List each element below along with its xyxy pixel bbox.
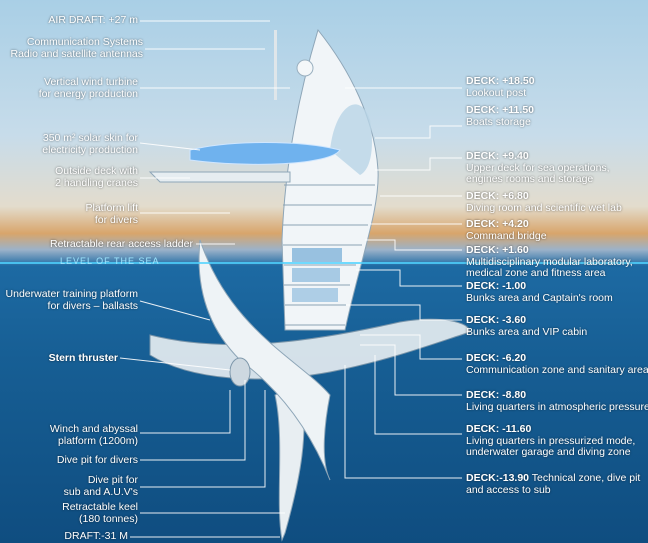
label-outside-deck: Outside deck with 2 handling cranes — [55, 165, 138, 189]
deck-description: Technical zone, dive pit — [531, 472, 641, 484]
deck-label-11-50: DECK: +11.50 Boats storage — [466, 104, 534, 128]
deck-level: DECK: +11.50 — [466, 104, 534, 116]
deck-description: medical zone and fitness area — [466, 267, 606, 279]
deck-description: Living quarters in atmospheric pressure — [466, 400, 648, 413]
deck-label-minus-6-20: DECK: -6.20 Communication zone and sanit… — [466, 352, 648, 376]
label-line: Retractable rear access ladder — [50, 238, 193, 250]
sea-level-line — [0, 262, 648, 264]
label-draft: DRAFT:-31 M — [64, 530, 128, 543]
sea-level-label: LEVEL OF THE SEA — [60, 256, 160, 266]
label-line: DRAFT:-31 M — [64, 530, 128, 542]
deck-level: DECK: +1.60 — [466, 244, 529, 256]
deck-label-18-50: DECK: +18.50 Lookout post — [466, 75, 535, 99]
label-line: Outside deck with — [55, 165, 138, 177]
deck-description: Command bridge — [466, 229, 547, 242]
deck-description: Communication zone and sanitary area — [466, 363, 648, 376]
deck-label-minus-8-80: DECK: -8.80 Living quarters in atmospher… — [466, 389, 648, 413]
deck-label-9-40: DECK: +9.40 Upper deck for sea operation… — [466, 150, 610, 186]
deck-description: Bunks area and VIP cabin — [466, 325, 588, 338]
label-line: sub and A.U.V's — [63, 485, 138, 498]
label-line: 2 handling cranes — [55, 176, 138, 189]
label-line: Underwater training platform — [5, 288, 138, 300]
deck-level: DECK: -8.80 — [466, 389, 527, 401]
deck-description: Living quarters in pressurized mode, — [466, 434, 636, 447]
deck-description: Upper deck for sea operations, — [466, 161, 610, 174]
label-line: Vertical wind turbine — [44, 76, 138, 88]
label-line: electricity production — [42, 143, 138, 156]
label-line: Dive pit for divers — [56, 454, 138, 466]
label-dive-pit-sub: Dive pit for sub and A.U.V's — [63, 474, 138, 498]
label-line: Dive pit for — [87, 474, 138, 486]
label-rear-ladder: Retractable rear access ladder — [50, 238, 193, 251]
label-stern-thruster: Stern thruster — [48, 352, 118, 365]
label-retractable-keel: Retractable keel (180 tonnes) — [62, 501, 138, 525]
deck-label-minus-3-60: DECK: -3.60 Bunks area and VIP cabin — [466, 314, 588, 338]
label-line: Retractable keel — [62, 501, 138, 513]
deck-description: engines rooms and storage — [466, 173, 594, 185]
label-air-draft: AIR DRAFT: +27 m — [48, 14, 138, 27]
deck-level: DECK: -11.60 — [466, 423, 532, 435]
label-line: for energy production — [38, 87, 138, 100]
deck-label-6-80: DECK: +6.80 Diving room and scientific w… — [466, 190, 622, 214]
label-line: for divers — [94, 213, 138, 226]
deck-level: DECK:-13.90 — [466, 472, 530, 484]
deck-level: DECK: -6.20 — [466, 352, 527, 364]
label-line: Winch and abyssal — [49, 423, 138, 435]
label-winch: Winch and abyssal platform (1200m) — [49, 423, 138, 447]
label-line: platform (1200m) — [58, 434, 138, 447]
label-line: Radio and satellite antennas — [10, 47, 143, 60]
deck-level: DECK: +6.80 — [466, 190, 529, 202]
label-solar-skin: 350 m² solar skin for electricity produc… — [42, 132, 138, 156]
deck-label-4-20: DECK: +4.20 Command bridge — [466, 218, 547, 242]
label-line: Communication Systems — [26, 36, 143, 48]
deck-level: DECK: -3.60 — [466, 314, 527, 326]
label-line: Stern thruster — [48, 352, 118, 364]
deck-level: DECK: -1.00 — [466, 280, 527, 292]
label-line: (180 tonnes) — [79, 512, 138, 525]
label-platform-lift: Platform lift for divers — [85, 202, 138, 226]
deck-label-minus-1-00: DECK: -1.00 Bunks area and Captain's roo… — [466, 280, 613, 304]
deck-description: underwater garage and diving zone — [466, 446, 631, 458]
label-communication-systems: Communication Systems Radio and satellit… — [10, 36, 143, 60]
label-line: for divers – ballasts — [47, 299, 138, 312]
deck-level: DECK: +9.40 — [466, 150, 529, 162]
deck-description: Bunks area and Captain's room — [466, 291, 613, 304]
label-line: Platform lift — [85, 202, 138, 214]
deck-label-1-60: DECK: +1.60 Multidisciplinary modular la… — [466, 244, 633, 280]
deck-description: and access to sub — [466, 483, 551, 496]
label-dive-pit-divers: Dive pit for divers — [56, 454, 138, 467]
deck-description: Lookout post — [466, 86, 527, 99]
label-wind-turbine: Vertical wind turbine for energy product… — [38, 76, 138, 100]
deck-label-minus-11-60: DECK: -11.60 Living quarters in pressuri… — [466, 423, 636, 459]
deck-description: Diving room and scientific wet lab — [466, 201, 622, 214]
label-line: AIR DRAFT: +27 m — [48, 14, 138, 26]
deck-description: Boats storage — [466, 115, 531, 128]
label-underwater-platform: Underwater training platform for divers … — [5, 288, 138, 312]
deck-level: DECK: +18.50 — [466, 75, 535, 87]
deck-description: Multidisciplinary modular laboratory, — [466, 255, 633, 268]
deck-level: DECK: +4.20 — [466, 218, 529, 230]
label-line: 350 m² solar skin for — [42, 132, 138, 144]
deck-label-minus-13-90: DECK:-13.90 Technical zone, dive pit and… — [466, 472, 641, 496]
